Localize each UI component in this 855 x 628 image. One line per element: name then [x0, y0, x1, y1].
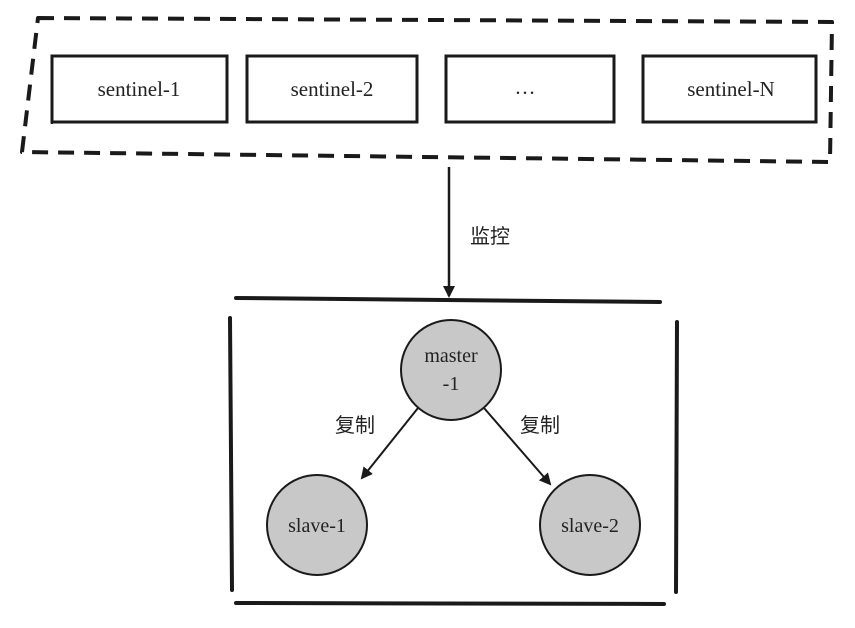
replication-arrow-2 — [483, 407, 552, 486]
sentinel-group-border — [20, 16, 834, 164]
master-label-line1: master — [424, 345, 478, 367]
sentinel-box-ellipsis: … — [444, 54, 616, 124]
sentinel-label: sentinel-2 — [291, 77, 374, 101]
sentinel-box-2: sentinel-2 — [245, 54, 419, 124]
replication-label-right: 复制 — [520, 413, 560, 437]
slave-node-1: slave-1 — [266, 474, 368, 576]
replication-arrow-1 — [360, 407, 419, 480]
sentinel-label: sentinel-N — [687, 77, 774, 101]
replication-group — [228, 296, 679, 606]
slave-label: slave-1 — [288, 515, 346, 537]
slave-label: slave-2 — [561, 515, 619, 537]
master-label-line2: -1 — [443, 373, 460, 395]
master-node: master -1 — [400, 319, 502, 421]
monitor-label: 监控 — [470, 224, 510, 248]
sentinel-group — [20, 16, 834, 164]
replication-label-left: 复制 — [335, 413, 375, 437]
sentinel-label: … — [515, 75, 536, 99]
sentinel-box-n: sentinel-N — [641, 54, 818, 124]
replication-connectors: 复制 复制 — [335, 407, 560, 486]
slave-node-2: slave-2 — [539, 474, 641, 576]
sentinel-label: sentinel-1 — [98, 77, 181, 101]
sentinel-box-1: sentinel-1 — [50, 54, 229, 124]
monitor-connector: 监控 — [443, 167, 510, 298]
